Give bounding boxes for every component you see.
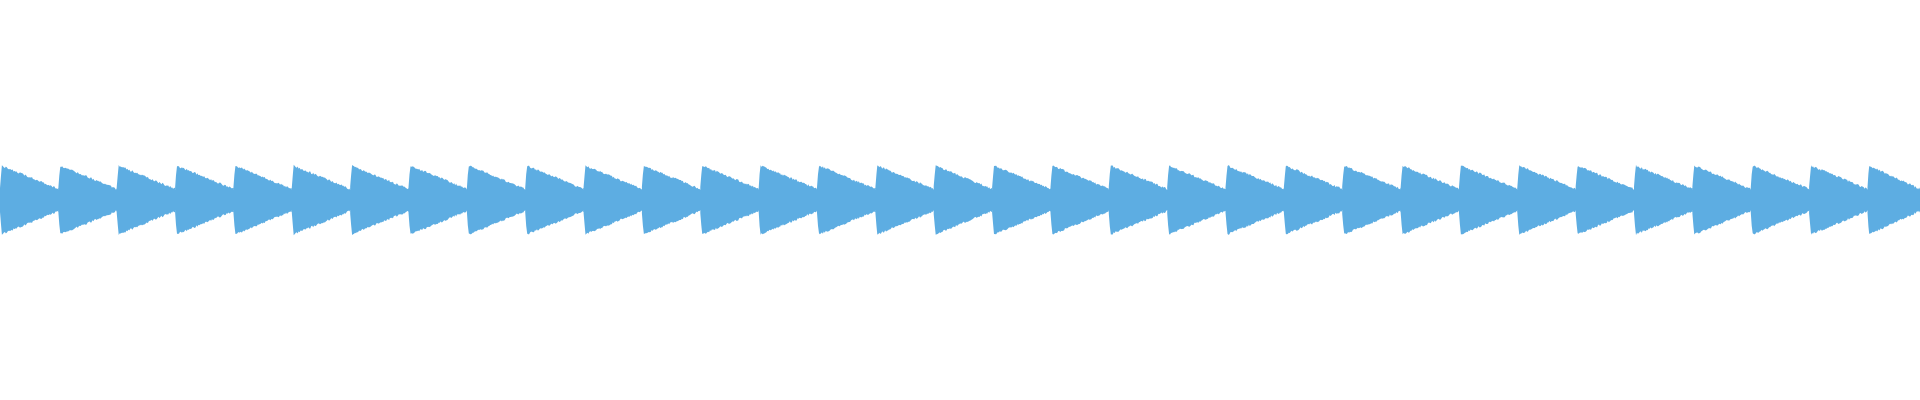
waveform-core-band	[0, 190, 1920, 210]
waveform-pulses	[0, 164, 1920, 236]
